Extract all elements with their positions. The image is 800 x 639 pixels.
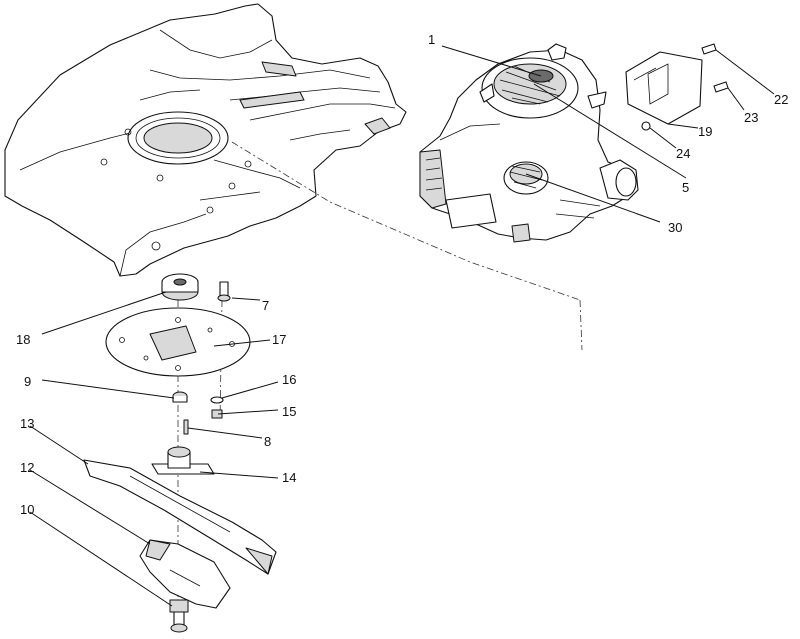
key-8 xyxy=(183,419,189,435)
callout-5: 5 xyxy=(682,180,689,195)
callout-1: 1 xyxy=(428,32,435,47)
blade-adapter-14 xyxy=(151,446,215,475)
callout-23: 23 xyxy=(744,110,758,125)
callout-30: 30 xyxy=(668,220,682,235)
engine-guard-assembly xyxy=(625,43,729,131)
bearing-18 xyxy=(161,273,199,301)
callout-8: 8 xyxy=(264,434,271,449)
callout-15: 15 xyxy=(282,404,296,419)
callout-19: 19 xyxy=(698,124,712,139)
leader-lines xyxy=(29,45,775,607)
callout-24: 24 xyxy=(676,146,690,161)
bolt-7 xyxy=(217,281,231,302)
callout-labels: 1 5 30 22 23 19 24 7 18 17 9 16 15 8 13 … xyxy=(16,32,788,517)
callout-14: 14 xyxy=(282,470,296,485)
callout-7: 7 xyxy=(262,298,269,313)
callout-13: 13 xyxy=(20,416,34,431)
callout-17: 17 xyxy=(272,332,286,347)
plate-17 xyxy=(105,307,251,377)
nut-15 xyxy=(211,409,223,419)
blade-12 xyxy=(139,539,231,609)
callout-16: 16 xyxy=(282,372,296,387)
engine xyxy=(419,43,639,243)
mower-deck-housing xyxy=(4,3,407,277)
callout-22: 22 xyxy=(774,92,788,107)
washer-16 xyxy=(210,396,224,404)
spacer-9 xyxy=(172,391,188,403)
callout-10: 10 xyxy=(20,502,34,517)
bolt-10 xyxy=(169,599,189,633)
blade-13 xyxy=(83,459,277,575)
callout-18: 18 xyxy=(16,332,30,347)
callout-12: 12 xyxy=(20,460,34,475)
callout-9: 9 xyxy=(24,374,31,389)
